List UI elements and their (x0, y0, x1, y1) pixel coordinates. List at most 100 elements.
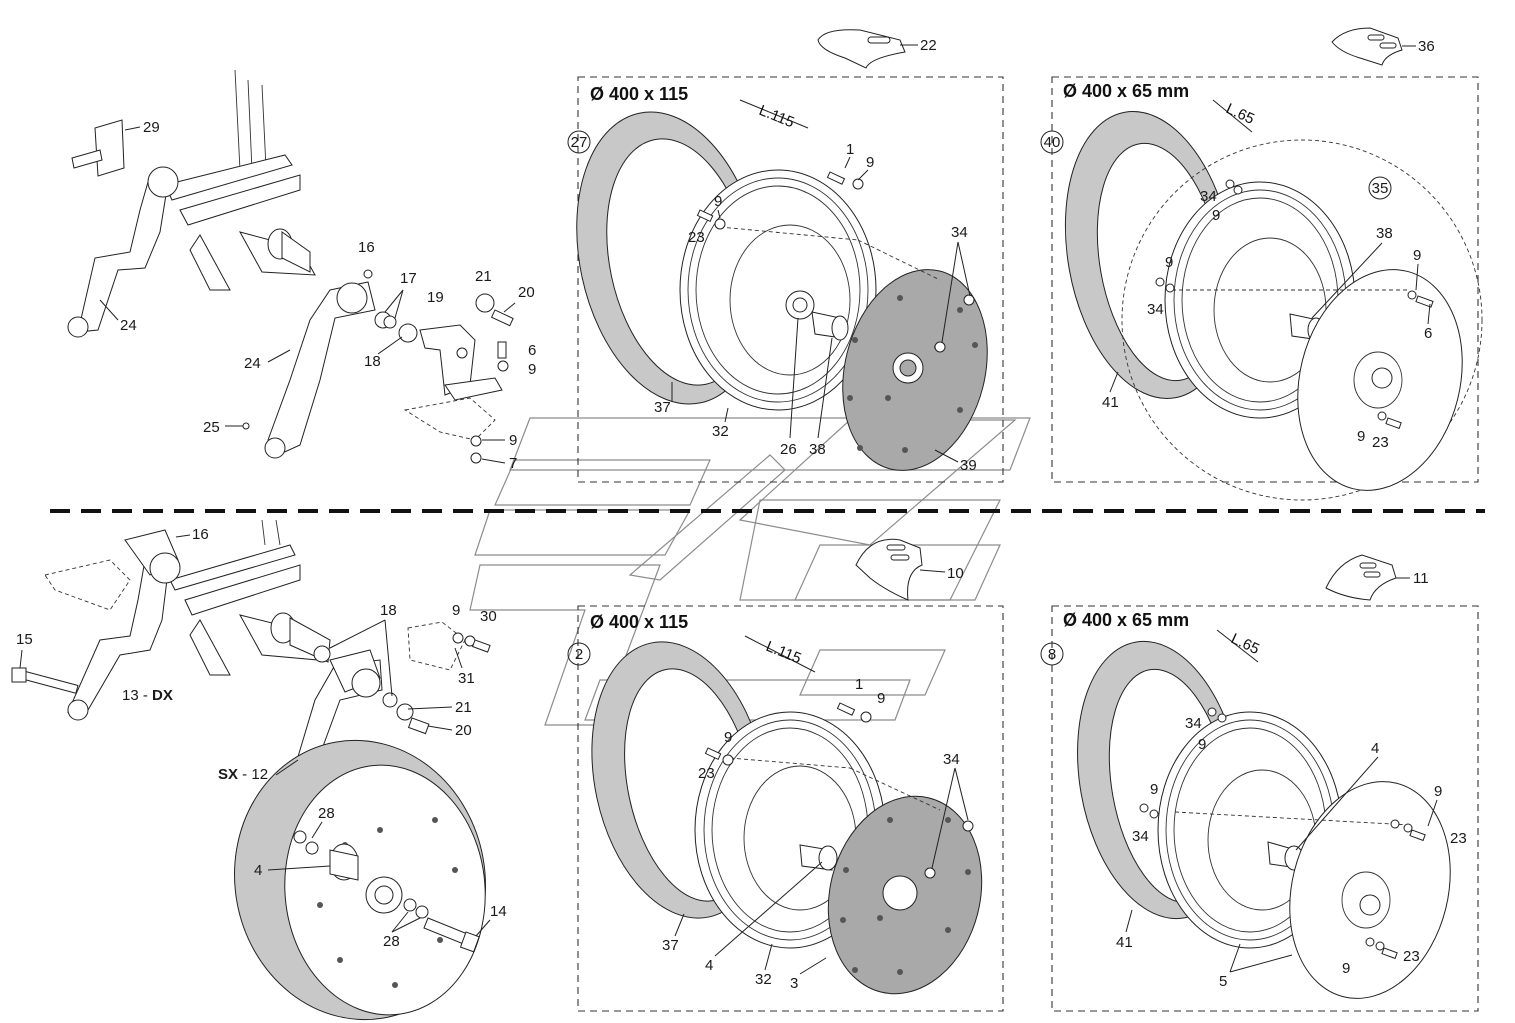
svg-text:9: 9 (528, 361, 536, 378)
svg-text:1: 1 (846, 141, 854, 158)
svg-text:10: 10 (947, 565, 964, 582)
svg-text:32: 32 (712, 423, 729, 440)
svg-text:27: 27 (571, 134, 588, 151)
ref-circle-35-outline (1121, 139, 1483, 501)
svg-text:19: 19 (427, 289, 444, 306)
labels-bottom-left: 1 9 9 23 34 37 4 32 3 (662, 676, 969, 992)
svg-text:8: 8 (1048, 646, 1056, 663)
label-13-dx: 13 - DX (122, 687, 173, 704)
watermark-logo (469, 417, 1031, 726)
svg-text:38: 38 (809, 441, 826, 458)
panel-top-right-box (1051, 76, 1479, 483)
svg-text:34: 34 (1200, 188, 1217, 205)
wheel-top-right: L.65 (1064, 99, 1483, 501)
svg-text:14: 14 (490, 903, 507, 920)
svg-text:9: 9 (1357, 428, 1365, 445)
wheel-bottom-right: L.65 (1077, 629, 1451, 999)
svg-text:3: 3 (790, 975, 798, 992)
svg-text:9: 9 (724, 729, 732, 746)
svg-text:9: 9 (1434, 783, 1442, 800)
svg-text:37: 37 (662, 937, 679, 954)
svg-text:32: 32 (755, 971, 772, 988)
arm-assembly-bottom (11, 519, 491, 1021)
svg-text:L.115: L.115 (757, 102, 797, 131)
panel-bottom-left-title: Ø 400 x 115 (590, 612, 688, 632)
wheel-bottom-left: L.115 (591, 635, 983, 995)
svg-text:34: 34 (1132, 828, 1149, 845)
svg-text:9: 9 (1165, 254, 1173, 271)
svg-text:4: 4 (1371, 740, 1379, 757)
svg-text:9: 9 (1150, 781, 1158, 798)
panel-top-left-title: Ø 400 x 115 (590, 84, 688, 104)
svg-text:41: 41 (1102, 394, 1119, 411)
plate-36: 36 (1331, 27, 1435, 66)
labels-arm-bottom: 16 18 9 30 31 21 20 15 13 - DX SX - 12 2… (16, 526, 507, 950)
svg-text:24: 24 (120, 317, 137, 334)
arm-assembly-top (67, 69, 514, 464)
plate-22: 22 (817, 29, 937, 69)
labels-arm-top: 29 16 17 18 19 21 20 6 9 24 24 25 9 7 (99, 119, 536, 472)
svg-text:38: 38 (1376, 225, 1393, 242)
ref-circle-27: 27 (567, 130, 591, 154)
svg-text:16: 16 (192, 526, 209, 543)
svg-text:18: 18 (364, 353, 381, 370)
svg-text:37: 37 (654, 399, 671, 416)
svg-text:23: 23 (1450, 830, 1467, 847)
panel-top-left-box (577, 76, 1004, 483)
svg-text:6: 6 (528, 342, 536, 359)
svg-text:23: 23 (698, 765, 715, 782)
svg-text:9: 9 (714, 193, 722, 210)
svg-text:29: 29 (143, 119, 160, 136)
svg-text:24: 24 (244, 355, 261, 372)
svg-text:9: 9 (1342, 960, 1350, 977)
svg-text:34: 34 (943, 751, 960, 768)
labels-top-left: 1 9 9 23 34 37 32 26 38 39 (654, 141, 977, 474)
ref-circle-8: 8 (1040, 642, 1064, 666)
svg-text:18: 18 (380, 602, 397, 619)
svg-text:L.115: L.115 (764, 638, 804, 667)
svg-text:28: 28 (383, 933, 400, 950)
ref-circle-2: 2 (567, 642, 591, 666)
labels-top-right: 34 9 35 38 9 34 9 6 41 9 23 (1102, 176, 1432, 451)
svg-text:9: 9 (866, 154, 874, 171)
svg-text:L.65: L.65 (1228, 630, 1262, 658)
svg-text:4: 4 (254, 862, 262, 879)
svg-text:21: 21 (475, 268, 492, 285)
panel-bottom-right-title: Ø 400 x 65 mm (1063, 610, 1189, 630)
svg-text:23: 23 (688, 229, 705, 246)
svg-text:4: 4 (705, 957, 713, 974)
svg-text:7: 7 (509, 455, 517, 472)
svg-text:20: 20 (455, 722, 472, 739)
svg-text:34: 34 (951, 224, 968, 241)
svg-text:6: 6 (1424, 325, 1432, 342)
svg-text:1: 1 (855, 676, 863, 693)
svg-text:17: 17 (400, 270, 417, 287)
svg-text:20: 20 (518, 284, 535, 301)
svg-text:9: 9 (1198, 736, 1206, 753)
svg-text:9: 9 (1413, 247, 1421, 264)
label-sx-12: SX - 12 (218, 766, 268, 783)
svg-text:2: 2 (575, 646, 583, 663)
svg-text:21: 21 (455, 699, 472, 716)
svg-text:28: 28 (318, 805, 335, 822)
svg-text:23: 23 (1372, 434, 1389, 451)
svg-text:35: 35 (1372, 180, 1389, 197)
labels-bottom-right: 34 9 4 9 34 9 23 41 9 23 5 (1116, 715, 1467, 990)
svg-text:26: 26 (780, 441, 797, 458)
svg-text:9: 9 (877, 690, 885, 707)
svg-text:34: 34 (1185, 715, 1202, 732)
svg-text:34: 34 (1147, 301, 1164, 318)
svg-text:L.65: L.65 (1223, 100, 1257, 128)
plate-10: 10 (855, 538, 964, 601)
svg-text:41: 41 (1116, 934, 1133, 951)
ref-circle-35: 35 (1368, 176, 1392, 200)
svg-text:39: 39 (960, 457, 977, 474)
svg-text:9: 9 (452, 602, 460, 619)
svg-text:9: 9 (1212, 207, 1220, 224)
svg-text:9: 9 (509, 432, 517, 449)
svg-text:22: 22 (920, 37, 937, 54)
svg-text:5: 5 (1219, 973, 1227, 990)
plate-11: 11 (1325, 554, 1429, 601)
panel-bottom-left-box (577, 605, 1004, 1012)
